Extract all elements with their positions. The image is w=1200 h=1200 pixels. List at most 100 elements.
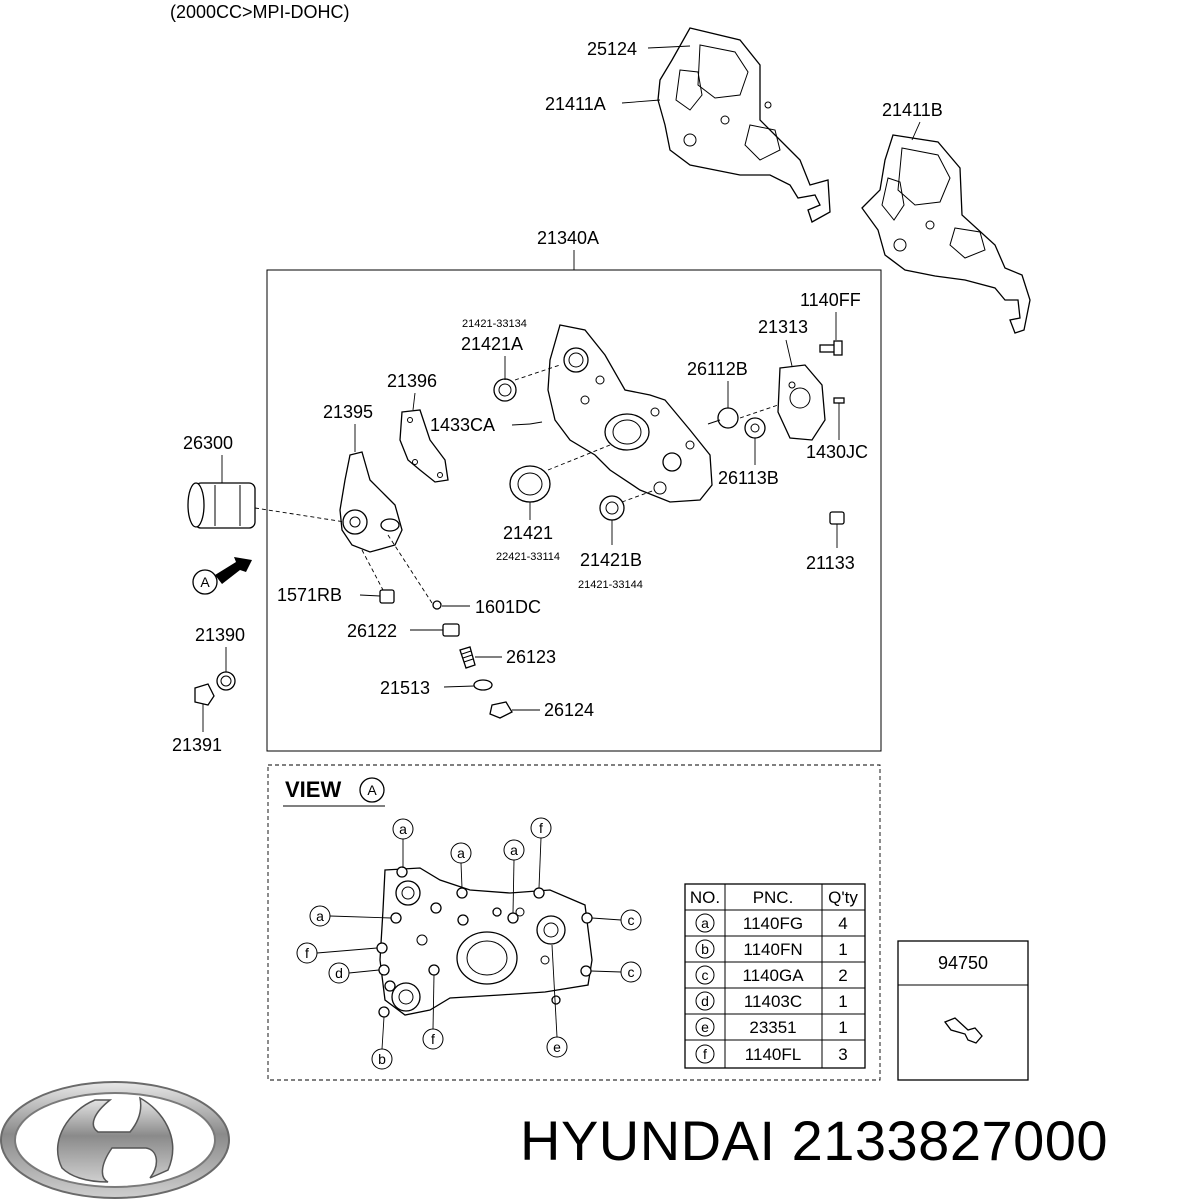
label-1571RB: 1571RB (277, 585, 342, 605)
svg-text:a: a (316, 908, 324, 924)
brand-part-number: HYUNDAI 2133827000 (520, 1108, 1108, 1173)
svg-text:23351: 23351 (749, 1018, 796, 1037)
brand-name: HYUNDAI (520, 1109, 776, 1172)
pump-cover-21313[interactable] (777, 364, 826, 441)
svg-text:c: c (628, 964, 635, 980)
label-21396: 21396 (387, 371, 437, 391)
gasket-21411A[interactable] (657, 27, 831, 223)
label-21395: 21395 (323, 402, 373, 422)
label-1601DC: 1601DC (475, 597, 541, 617)
svg-text:4: 4 (838, 914, 847, 933)
label-1140FF: 1140FF (800, 290, 861, 310)
filter-bracket-21395[interactable] (339, 451, 403, 553)
label-21313: 21313 (758, 317, 808, 337)
gasket-21390[interactable] (216, 671, 236, 691)
svg-text:1140FL: 1140FL (745, 1045, 801, 1064)
label-1430JC: 1430JC (806, 442, 868, 462)
label-1433CA: 1433CA (430, 415, 495, 435)
plug-21133[interactable] (829, 511, 845, 525)
label-21513: 21513 (380, 678, 430, 698)
gasket-21513[interactable] (473, 679, 493, 691)
svg-text:1: 1 (838, 1018, 847, 1037)
callout-f-1: f (530, 817, 552, 889)
svg-text:11403C: 11403C (744, 992, 802, 1011)
label-22421-33114: 22421-33114 (496, 551, 560, 563)
callout-a-4: a (309, 905, 392, 927)
view-a-box (267, 764, 881, 1081)
view-a-title: VIEW (285, 777, 341, 802)
plug-21391[interactable] (194, 683, 215, 706)
plunger-26122[interactable] (442, 623, 460, 637)
svg-text:1: 1 (838, 940, 847, 959)
bolt-1140FF[interactable] (819, 340, 843, 356)
svg-text:A: A (367, 782, 377, 798)
svg-text:1140FN: 1140FN (743, 940, 802, 959)
svg-text:1: 1 (838, 992, 847, 1011)
gasket-21411B[interactable] (861, 134, 1031, 334)
svg-text:1140GA: 1140GA (742, 966, 804, 985)
callout-a-3: a (503, 839, 525, 914)
callout-b-1: b (371, 1016, 393, 1070)
label-26124: 26124 (544, 700, 594, 720)
callout-f-2: f (296, 942, 378, 964)
label-21421-33134: 21421-33134 (462, 318, 527, 330)
part-number: 2133827000 (791, 1109, 1109, 1172)
gasket-21396[interactable] (399, 409, 449, 483)
label-21390: 21390 (195, 625, 245, 645)
engine-spec-label: (2000CC>MPI-DOHC) (170, 2, 350, 22)
spring-26123[interactable] (459, 646, 476, 669)
callout-a-1: a (392, 818, 414, 868)
svg-text:a: a (399, 821, 407, 837)
label-26122: 26122 (347, 621, 397, 641)
view-a-arrow (215, 557, 252, 584)
svg-text:f: f (703, 1046, 707, 1062)
label-21421A: 21421A (461, 334, 523, 354)
label-21133: 21133 (806, 553, 855, 573)
svg-text:b: b (378, 1051, 386, 1067)
callout-e-1: e (546, 944, 568, 1058)
svg-text:b: b (701, 941, 709, 957)
table-row: b 1140FN 1 (695, 939, 848, 959)
label-26112B: 26112B (687, 359, 748, 379)
oil-seal-21421B[interactable] (599, 495, 625, 521)
plug-1571RB[interactable] (379, 589, 395, 604)
part-box-94750[interactable]: 94750 (897, 940, 1029, 1081)
callout-a-2: a (450, 842, 472, 889)
driven-gear-26113B[interactable] (744, 417, 766, 439)
label-21421-33144: 21421-33144 (578, 579, 643, 591)
oil-seal-21421[interactable] (509, 465, 551, 503)
svg-text:c: c (702, 967, 709, 983)
oil-filter-26300[interactable] (187, 482, 256, 529)
callout-c-2: c (590, 961, 642, 983)
assembly-box-21340A (266, 269, 882, 752)
hyundai-logo (0, 1081, 230, 1199)
oil-pump-housing[interactable] (547, 324, 713, 503)
label-21391: 21391 (172, 735, 222, 755)
label-26113B: 26113B (718, 468, 779, 488)
label-21411B: 21411B (882, 100, 943, 120)
svg-text:3: 3 (838, 1045, 847, 1064)
view-a-marker (192, 569, 218, 595)
callout-d-1: d (328, 962, 380, 984)
pin-1430JC[interactable] (833, 397, 845, 404)
svg-text:a: a (457, 845, 465, 861)
pin-1433CA[interactable] (529, 421, 543, 425)
svg-text:e: e (553, 1039, 561, 1055)
ball-1601DC[interactable] (432, 600, 442, 610)
label-21411A: 21411A (545, 94, 606, 114)
svg-text:c: c (628, 912, 635, 928)
plug-26124[interactable] (489, 701, 513, 719)
oil-seal-21421A[interactable] (493, 378, 517, 402)
table-row: f 1140FL 3 (695, 1044, 848, 1064)
drive-gear-26112B[interactable] (707, 407, 739, 429)
svg-text:A: A (200, 574, 210, 590)
callout-f-3: f (422, 974, 444, 1050)
svg-text:94750: 94750 (938, 953, 988, 973)
label-21421B: 21421B (580, 550, 642, 570)
